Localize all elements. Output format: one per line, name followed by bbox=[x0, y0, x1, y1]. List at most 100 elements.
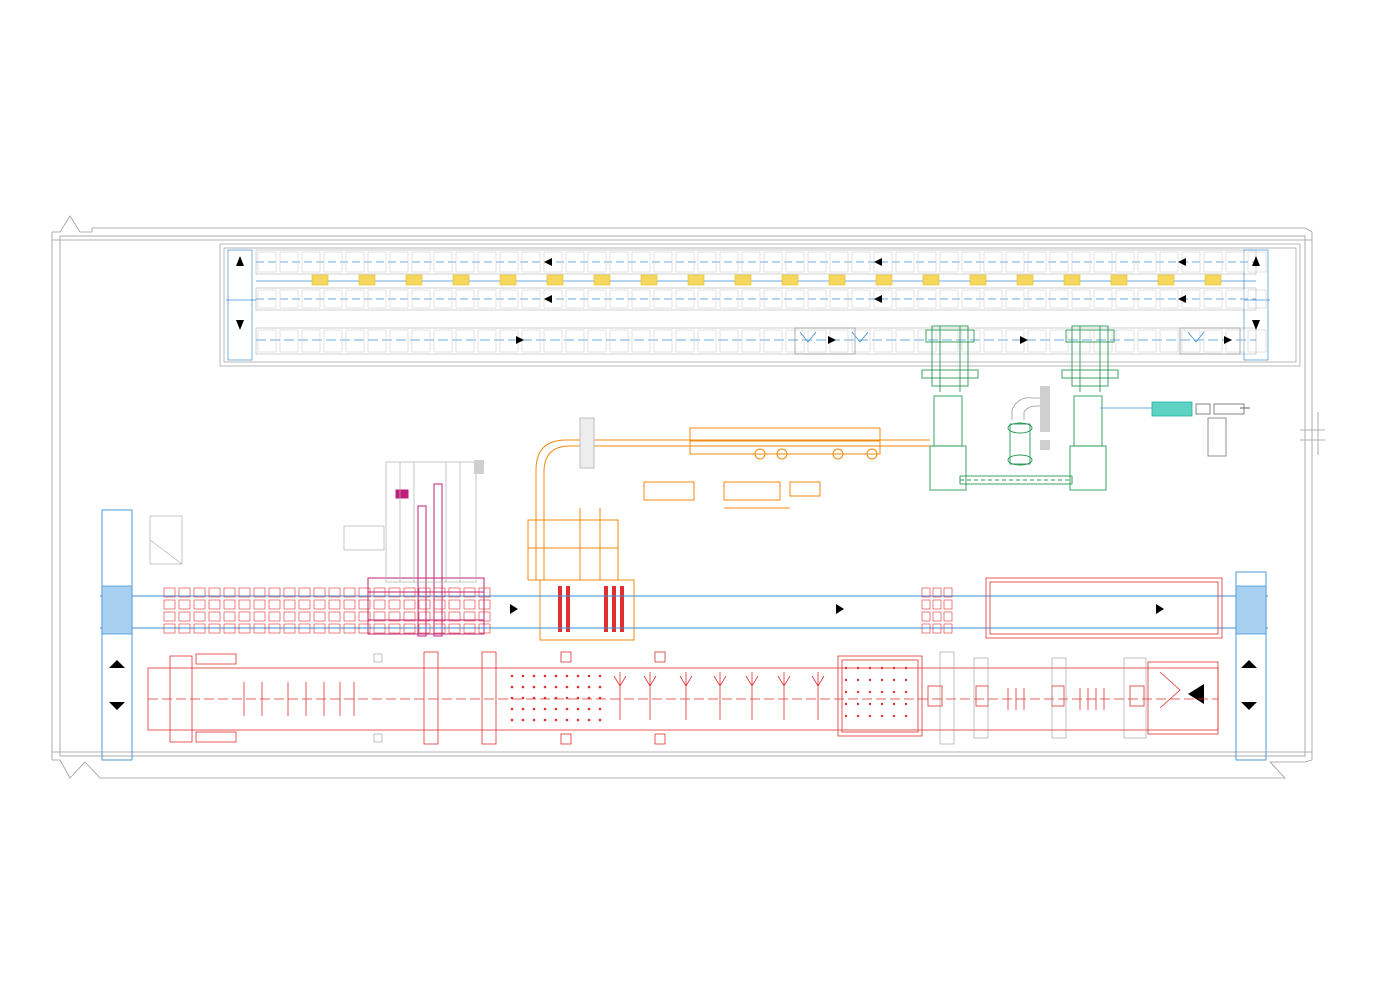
line-dot bbox=[598, 718, 602, 722]
line-dot bbox=[892, 702, 896, 706]
rack-block bbox=[223, 623, 236, 634]
product-stack bbox=[1157, 274, 1175, 286]
flow-arrow-icon bbox=[516, 336, 524, 344]
flow-arrow-icon bbox=[236, 320, 244, 330]
rack-block bbox=[283, 623, 296, 634]
line-dot bbox=[844, 666, 848, 670]
line-dot bbox=[565, 674, 569, 678]
rack-block bbox=[313, 599, 326, 610]
rack-block bbox=[932, 587, 942, 598]
rack-block bbox=[223, 587, 236, 598]
rack-block bbox=[943, 611, 953, 622]
rack-cell bbox=[1027, 289, 1047, 309]
rack-cell bbox=[961, 329, 981, 353]
line-dot bbox=[844, 702, 848, 706]
rack-block bbox=[283, 587, 296, 598]
product-stack bbox=[734, 274, 752, 286]
station-fork bbox=[745, 672, 759, 720]
rack-block bbox=[208, 611, 221, 622]
main-flow-arrows bbox=[109, 604, 1257, 710]
rack-cell bbox=[367, 251, 387, 273]
station-fork bbox=[713, 672, 727, 720]
rack-block bbox=[298, 599, 311, 610]
line-dot bbox=[521, 707, 525, 711]
chevron-icon bbox=[851, 331, 869, 343]
line-dot bbox=[868, 702, 872, 706]
long-buffer bbox=[985, 577, 1223, 639]
rack-cell bbox=[895, 289, 915, 309]
rack-cell bbox=[653, 289, 673, 309]
rack-block bbox=[463, 623, 476, 634]
rack-cell bbox=[895, 251, 915, 273]
flow-arrow-icon bbox=[828, 336, 836, 344]
line-dot bbox=[576, 674, 580, 678]
rack-cell bbox=[411, 251, 431, 273]
rack-block bbox=[343, 587, 356, 598]
rack-cell bbox=[851, 329, 871, 353]
rack-cell bbox=[279, 289, 299, 309]
flow-arrow-icon bbox=[1020, 336, 1028, 344]
rack-block bbox=[418, 587, 431, 598]
flow-arrow-icon bbox=[874, 295, 882, 303]
rack-cell bbox=[389, 289, 409, 309]
rack-block bbox=[433, 599, 446, 610]
product-stack bbox=[1063, 274, 1081, 286]
rack-cell bbox=[1071, 289, 1091, 309]
rack-block bbox=[448, 599, 461, 610]
rack-block bbox=[463, 599, 476, 610]
station-fork bbox=[643, 672, 657, 720]
line-dot bbox=[892, 690, 896, 694]
station-fork bbox=[777, 672, 791, 720]
flow-arrow-icon bbox=[1224, 336, 1232, 344]
line-dot bbox=[510, 696, 514, 700]
rack-cell bbox=[1027, 329, 1047, 353]
rack-cell bbox=[257, 329, 277, 353]
line-dot bbox=[892, 714, 896, 718]
rack-block bbox=[943, 623, 953, 634]
rack-cell bbox=[785, 289, 805, 309]
rack-cell bbox=[917, 289, 937, 309]
main-production-line bbox=[147, 651, 1219, 745]
rack-cell bbox=[1159, 329, 1179, 353]
rack-cell bbox=[675, 251, 695, 273]
rack-cell bbox=[675, 329, 695, 353]
rack-cell bbox=[279, 329, 299, 353]
palletizer-unit bbox=[367, 483, 485, 637]
rack-cell bbox=[697, 251, 717, 273]
rack-cell bbox=[1005, 251, 1025, 273]
pallet-rack-blocks bbox=[163, 587, 953, 634]
line-dot bbox=[598, 707, 602, 711]
rack-block bbox=[328, 611, 341, 622]
line-dot bbox=[844, 690, 848, 694]
rack-block bbox=[343, 623, 356, 634]
rack-cell bbox=[521, 289, 541, 309]
rack-cell bbox=[389, 329, 409, 353]
rack-block bbox=[253, 623, 266, 634]
rack-block bbox=[193, 611, 206, 622]
line-dot bbox=[554, 696, 558, 700]
rack-block bbox=[223, 611, 236, 622]
rack-cell bbox=[983, 251, 1003, 273]
rack-block bbox=[448, 623, 461, 634]
line-dot bbox=[554, 718, 558, 722]
line-dot bbox=[532, 685, 536, 689]
product-stack bbox=[593, 274, 611, 286]
rack-block bbox=[388, 623, 401, 634]
rack-block bbox=[343, 599, 356, 610]
rack-cell bbox=[499, 289, 519, 309]
drying-storage-area bbox=[219, 243, 1301, 367]
line-dot bbox=[576, 685, 580, 689]
rack-block bbox=[403, 587, 416, 598]
line-dot bbox=[587, 707, 591, 711]
line-dot bbox=[844, 714, 848, 718]
line-dot bbox=[868, 666, 872, 670]
rack-block bbox=[478, 611, 491, 622]
line-dot bbox=[510, 718, 514, 722]
rack-cell bbox=[455, 329, 475, 353]
line-dot bbox=[587, 685, 591, 689]
rack-block bbox=[388, 611, 401, 622]
rack-cell bbox=[301, 329, 321, 353]
rack-cell bbox=[1049, 251, 1069, 273]
rack-block bbox=[163, 587, 176, 598]
